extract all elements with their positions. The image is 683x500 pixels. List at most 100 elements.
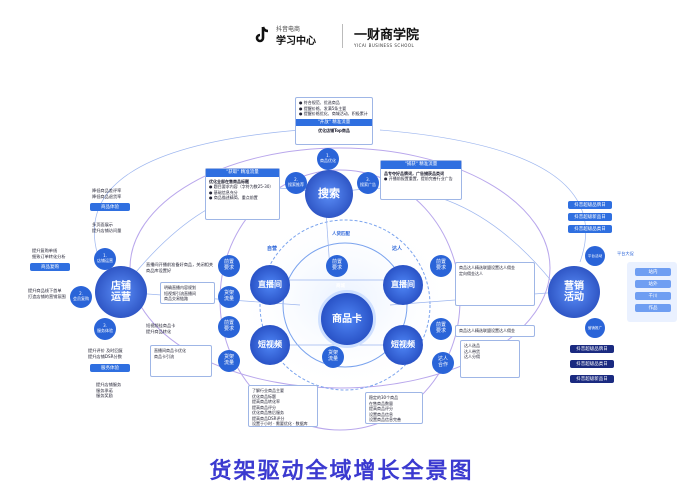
note-line: 商品达人精选联盟设置达人佣金	[459, 265, 515, 270]
left-block5: 提升评价 及时回复 提升店铺DSR分数	[88, 348, 123, 359]
note-line: 降低商品差评率	[92, 188, 122, 193]
brand2-sub: YICAI BUSINESS SCHOOL	[354, 43, 415, 48]
self-live-note: 直播间开播前准备好商品，关闭相关 商品库设置好	[146, 262, 216, 273]
note-line: 商品达人精选联盟设置达人佣金	[459, 328, 515, 333]
promo-item: 站外	[635, 280, 671, 288]
self-short-video-node: 短视频	[250, 325, 290, 365]
brand1-name: 学习中心	[276, 36, 316, 47]
top-card-lines: ● 符合规范、优选商品 ● 提醒价格、发满5条主要 ● 提醒价格优化、商城活动、…	[299, 100, 369, 117]
mk-tag-category-day: 抖音超级品类日	[568, 225, 612, 233]
top-traffic-card: ● 符合规范、优选商品 ● 提醒价格、发满5条主要 ● 提醒价格优化、商城活动、…	[295, 97, 373, 145]
label-talent: 达人	[392, 246, 403, 252]
search-node-top: 1. 商品优化	[317, 148, 339, 170]
note-line: 提升评价 及时回复	[88, 348, 123, 353]
self-live-node: 直播间	[250, 265, 290, 305]
search-right-title: "捕获" 精准流量	[381, 161, 461, 169]
talent-short-video-node: 短视频	[383, 325, 423, 365]
product-card-node: 商品卡	[318, 290, 376, 348]
self-sv-req: 前置 要求	[218, 316, 240, 338]
shop-node-mid: 2. 会员复购	[70, 286, 92, 308]
left-block2: 多页面展示 提升店铺访问量	[92, 222, 121, 233]
search-left-head: 优化全部在售商品标题	[209, 178, 249, 184]
logo-new-day: 抖音超级新品日	[570, 375, 614, 383]
brand-douyin-learning: 抖音电商 学习中心	[276, 24, 316, 48]
self-flow-card: 明确直播内容规划 短视频引流直播间 商品交易链路	[160, 282, 215, 304]
note-line: 商品交易链路	[164, 296, 188, 301]
note-line: 稳定的30个商品	[369, 395, 399, 400]
talent-sv-req: 前置 要求	[430, 318, 452, 340]
note-line: 达人带货	[464, 348, 480, 354]
note-line: 设置商品信息	[369, 411, 393, 417]
top-card-title: "开放" 精准流量	[296, 118, 372, 126]
note-line: 达人选品	[464, 343, 480, 348]
note-line: 多页面展示	[92, 222, 113, 227]
bottom-left-card: 了解行业商品主要 优化商品标题 提高商品转化率 提高商品评分 优化商品售后服务 …	[248, 385, 318, 427]
search-node-left: 2. 搜索推荐	[285, 172, 307, 194]
talent-coop: 达人 合作	[432, 352, 454, 374]
note-line: 优化商品标题	[252, 393, 276, 399]
search-left-card: "获取" 精准流量 优化全部在售商品标题 ● 题目要求内容（字符为数25-30）…	[205, 168, 280, 220]
note-line: 了解行业商品主要	[252, 388, 284, 393]
search-left-title: "获取" 精准流量	[206, 169, 279, 177]
talent-live-node: 直播间	[383, 265, 423, 305]
search-node: 搜索	[305, 170, 353, 218]
note-line: 提升商品线下首单	[28, 288, 62, 293]
brand2-name: 一财商学院	[354, 28, 420, 43]
search-left-line: ● 商品描述精简、重点前置	[209, 195, 258, 200]
sv-req-note: 短视频挂商品卡 提升商品转化	[146, 323, 216, 334]
douyin-icon	[252, 25, 272, 45]
self-live-req: 前置 要求	[218, 255, 240, 277]
promo-item: 千川	[635, 292, 671, 300]
left-block3: 提升复购单线 细致订单转化分析	[32, 248, 66, 259]
card-flow-card: 直播间商品卡优化 商品卡引流	[150, 345, 212, 377]
header-divider	[342, 24, 343, 48]
note-line: 定向佣金达人	[459, 270, 483, 276]
brand-yicai: 一财商学院 YICAI BUSINESS SCHOOL	[354, 24, 419, 48]
self-sv-flow: 货架 流量	[218, 350, 240, 372]
card-flow: 货架 流量	[322, 346, 344, 368]
brand1-sub: 抖音电商	[276, 26, 301, 33]
mk-node-bottom: 营销推广	[585, 318, 605, 338]
label-self-run: 自营	[267, 246, 278, 252]
note-line: 短视频引流直播间	[164, 290, 196, 296]
search-right-card: "捕获" 精准流量 品专夺好品牌词，广告捕获品类词 ● 开播前报置重置，提前完善…	[380, 160, 462, 200]
left-block1: 降低商品差评率 降低商品退货率	[92, 188, 121, 199]
search-node-right: 3. 搜索广告	[357, 172, 379, 194]
note-line: 直播间开播前准备好商品，关闭相关	[146, 262, 214, 267]
promo-item: 作品	[635, 304, 671, 312]
note-line: 服务奖励	[96, 393, 113, 399]
mk-tag-promo: 平台大促	[617, 251, 634, 256]
top-card-footer: 优化店铺Top商品	[318, 128, 350, 133]
note-line: 提升店铺服务	[96, 382, 122, 387]
shop-ops-node: 店铺 运营	[95, 266, 147, 318]
note-line: 设置于小时 · 需要优化 · 数据库	[252, 421, 308, 426]
note-line: 商品卡引流	[154, 353, 174, 359]
search-right-head: 品专夺好品牌词，广告捕获品类词	[384, 170, 444, 176]
top-card-line: ● 提醒价格优化、商城活动、积极累计	[299, 111, 368, 116]
shop-node-bottom: 3. 服务体验	[94, 318, 116, 340]
left-block6: 提升店铺服务 服务承诺 服务奖励	[96, 382, 121, 399]
note-line: 提升商品转化	[146, 328, 172, 334]
note-line: 优化商品售后服务	[252, 410, 284, 415]
note-line: 降低商品退货率	[92, 193, 122, 199]
header-logos: 抖音电商 学习中心 一财商学院 YICAI BUSINESS SCHOOL	[250, 24, 450, 48]
note-line: 直播间商品卡优化	[154, 348, 186, 353]
talent-live-req: 前置 要求	[430, 255, 452, 277]
shop-node-top: 1. 店铺运营	[94, 248, 116, 270]
marketing-node: 营销 活动	[548, 266, 600, 318]
note-line: 打造店铺的营销氛围	[28, 293, 66, 299]
note-line: 提高商品DSR评分	[252, 415, 285, 421]
note-line: 提高商品评分	[369, 406, 393, 411]
label-mall: 商城	[336, 284, 345, 289]
note-line: 设置商品信息完善	[369, 417, 401, 422]
left-tag-service: 服务体验	[90, 364, 130, 372]
footer-title: 货架驱动全域增长全景图	[209, 459, 474, 484]
talent-live-card: 商品达人精选联盟设置达人佣金 定向佣金达人	[455, 262, 535, 306]
note-line: 在售商品数量	[369, 400, 393, 406]
search-left-line: ● 基础信息充分	[209, 189, 238, 195]
label-people-goods: 人货匹配	[332, 232, 350, 237]
note-line: 短视频挂商品卡	[146, 323, 176, 328]
note-line: 提升店铺访问量	[92, 227, 122, 233]
note-line: 提高商品评分	[252, 404, 276, 410]
note-line: 服务承诺	[96, 387, 113, 393]
